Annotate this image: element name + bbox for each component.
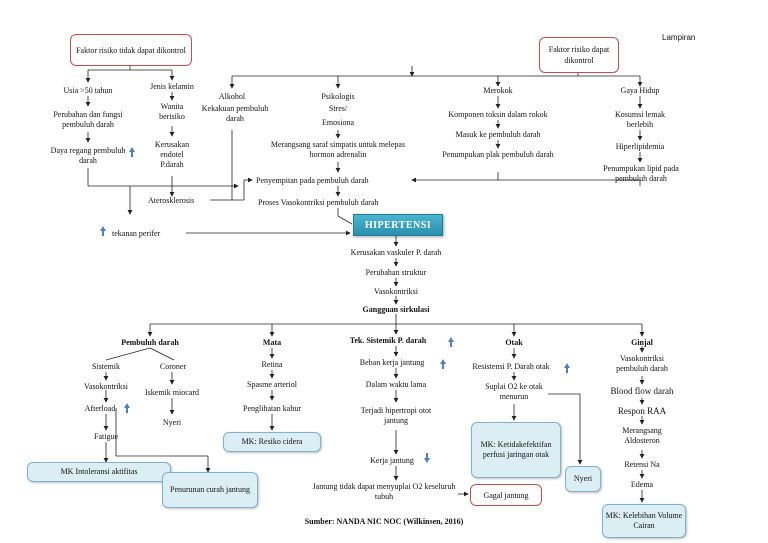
hipertensi-box: HIPERTENSI xyxy=(353,214,443,236)
penyempitan-node: Penyempitan pada pembuluh darah xyxy=(256,176,369,185)
coroner-node: Coroner xyxy=(159,362,187,371)
lampiran-label: Lampiran xyxy=(662,33,696,42)
emosi-node: Emosiona xyxy=(322,118,354,127)
sistemik-node: Sistemik xyxy=(91,362,120,371)
vasokontriksi-proses-node: Proses Vasokontriksi pembuluh darah xyxy=(258,198,379,207)
jantung-tidak-node: Jantung tidak dapat menyuplai O2 keselur… xyxy=(312,482,456,501)
tek-sistemik-title: Tek. Sistemik P. darah xyxy=(349,336,427,345)
vasokontriksi-sistemik-node: Vasokontriksi xyxy=(84,382,128,391)
kerja-jantung-node: Kerja jantung xyxy=(370,456,414,465)
aldosteron-node: Merangsang Aldosteron xyxy=(622,426,662,445)
penurunan-curah-box: Penurunan curah jantung xyxy=(162,472,258,508)
vasokontriksi-ginjal-node: Vasokontriksi pembuluh darah xyxy=(616,354,668,373)
risk-controlled-box: Faktor risiko dapat dikontrol xyxy=(539,37,619,73)
gangguan-sirkulasi-node: Gangguan sirkulasi xyxy=(362,305,430,314)
pembuluh-darah-title: Pembuluh darah xyxy=(121,338,179,347)
psikologis-node: Psikologis xyxy=(321,92,355,101)
perubahan-struktur-node: Perubahan struktur xyxy=(365,268,427,277)
up-arrow-icon xyxy=(448,337,454,347)
merokok-node: Merokok xyxy=(483,86,513,95)
gagal-jantung-box: Gagal jantung xyxy=(470,484,542,506)
vasokontriksi-center-node: Vasokontriksi xyxy=(374,287,418,296)
gaya-hidup-node: Gaya Hidup xyxy=(620,86,660,95)
otak-title: Otak xyxy=(505,338,523,347)
afterload-node: Afterload xyxy=(84,404,116,413)
up-arrow-icon xyxy=(100,226,106,236)
kekakuan-node: Kekakuan pembuluh darah xyxy=(201,104,269,123)
mk-intoleransi-box: MK Intoleransi aktifitas xyxy=(27,462,171,482)
up-arrow-icon xyxy=(440,359,446,369)
mk-resiko-cidera-box: MK: Resiko cidera xyxy=(223,432,321,452)
penumpukan-lipid-node: Penumpukan lipid pada pembuluh darah xyxy=(603,164,679,183)
retensi-na-node: Retensi Na xyxy=(624,460,660,469)
risk-uncontrolled-box: Faktor risiko tidak dapat dikontrol xyxy=(70,34,192,66)
komponen-toksin-node: Komponen toksin dalam rokok xyxy=(448,110,548,119)
plak-node: Penumpukan plak pembuluh darah xyxy=(442,150,554,159)
kosumsi-lemak-node: Kosumsi lemak berlebih xyxy=(615,110,665,129)
down-arrow-icon xyxy=(424,453,430,463)
blood-flow-node: Blood flow darah xyxy=(610,386,674,396)
retina-node: Retina xyxy=(261,360,283,369)
mk-kelebihan-box: MK: Kelebihan Volume Cairan xyxy=(602,504,686,538)
spasme-node: Spasme arteriol xyxy=(247,380,297,389)
stres-node: Stres/ xyxy=(328,104,348,113)
nyeri-otak-box: Nyeri xyxy=(565,466,601,492)
dalam-waktu-node: Dalam waktu lama xyxy=(365,380,427,389)
jenis-kelamin-node: Jenis kelamin xyxy=(150,82,194,91)
beban-kerja-node: Beban kerja jantung xyxy=(359,358,425,367)
tekanan-perifer-node: tekanan perifer xyxy=(112,229,161,238)
penglihatan-node: Penglihatan kabur xyxy=(243,404,301,413)
kerusakan-endotel-node: Kerusakan endotel P.darah xyxy=(154,140,190,169)
up-arrow-icon xyxy=(564,363,570,373)
mk-perfusi-box: MK: Ketidakefektifan perfusi jaringan ot… xyxy=(471,422,561,478)
suplai-o2-node: Suplai O2 ke otak menurun xyxy=(485,382,543,401)
wanita-node: Wanita berisiko xyxy=(159,102,185,121)
sumber-caption: Sumber: NANDA NIC NOC (Wilkinsen, 2016) xyxy=(304,517,464,526)
fatigue-node: Fatigue xyxy=(94,432,118,441)
hiperlipidemia-node: Hiperlipidemia xyxy=(615,142,665,151)
saraf-simpatis-node: Merangsang saraf simpatis untuk melepas … xyxy=(270,140,406,159)
respon-raa-node: Respon RAA xyxy=(617,406,667,416)
iskemik-node: Iskemik miocard xyxy=(145,388,199,397)
edema-node: Edema xyxy=(630,480,654,489)
masuk-pembuluh-node: Masuk ke pembuluh darah xyxy=(455,130,541,139)
mata-title: Mata xyxy=(262,338,282,347)
nyeri-pembuluh-node: Nyeri xyxy=(162,418,182,427)
ginjal-title: Ginjal xyxy=(631,338,653,347)
up-arrow-icon xyxy=(124,403,130,413)
hipertropi-node: Terjadi hipertropi otot jantung xyxy=(360,406,432,425)
perubahan-fungsi-node: Perubahan dan fungsi pembuluh darah xyxy=(53,110,123,129)
resistensi-node: Resistensi P. Darah otak xyxy=(472,362,550,371)
usia-node: Usia >50 tahun xyxy=(63,86,113,95)
alkohol-node: Alkohol xyxy=(218,92,246,101)
up-arrow-icon xyxy=(129,147,135,157)
daya-regang-node: Daya regang pembuluh darah xyxy=(50,146,126,165)
kerusakan-vaskuler-node: Kerusakan vaskuler P. darah xyxy=(350,248,442,257)
aterosklerosis-node: Aterosklerosis xyxy=(148,196,195,205)
